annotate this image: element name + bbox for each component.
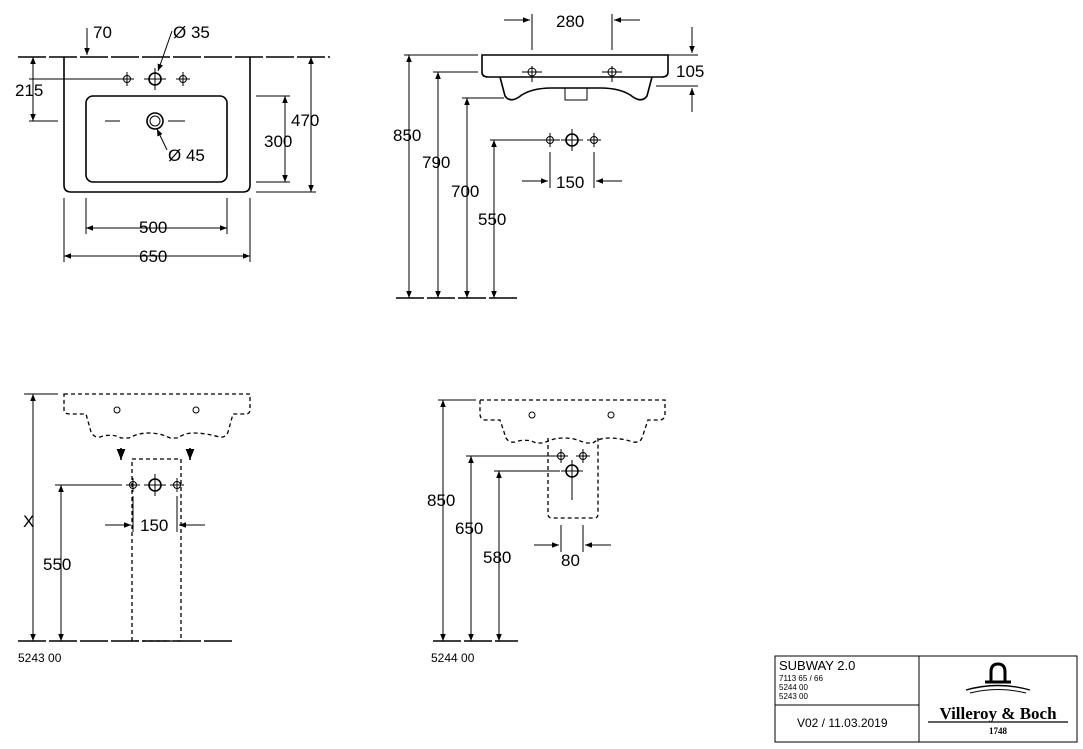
waste-connection: [560, 128, 584, 152]
water-connection-left: [542, 132, 558, 148]
brand-year: 1748: [989, 726, 1008, 736]
semi-pedestal-view: 850 650 580 80 5244 00: [427, 399, 666, 665]
drain-inner: [149, 115, 161, 127]
dim-drain: Ø 45: [168, 146, 205, 165]
dim-tap-depth: 215: [15, 81, 43, 100]
dim-790: 790: [422, 153, 450, 172]
front-view: 280 105 850 790 700 550 150: [393, 12, 704, 299]
dim-650: 650: [455, 519, 483, 538]
dim-150: 150: [140, 516, 168, 535]
basin-outline: [63, 57, 251, 193]
dim-overall-depth: 470: [291, 111, 319, 130]
dim-850: 850: [393, 126, 421, 145]
dim-550: 550: [43, 555, 71, 574]
basin-front-body: [499, 76, 653, 101]
semi-pedestal-dashed: [547, 438, 599, 519]
water-connection-right: [575, 448, 591, 464]
basin-front-rim: [481, 54, 669, 78]
title-block: SUBWAY 2.0 7113 65 / 66 5244 00 5243 00 …: [774, 655, 1078, 743]
water-connection-left: [553, 448, 569, 464]
product-code-1: 7113 65 / 66: [779, 674, 823, 683]
basin-bowl: [85, 95, 228, 183]
dim-bowl-width: 500: [139, 218, 167, 237]
dim-tap-hole: Ø 35: [173, 23, 210, 42]
version-date: V02 / 11.03.2019: [797, 716, 888, 730]
tap-hole-left: [119, 71, 135, 87]
dim-x: X: [23, 512, 34, 531]
dim-tap-spacing: 280: [556, 12, 584, 31]
dim-700: 700: [451, 182, 479, 201]
dim-150: 150: [556, 173, 584, 192]
tap-hole-right: [175, 71, 191, 87]
water-connection-right: [169, 477, 185, 493]
dim-bowl-depth: 300: [264, 132, 292, 151]
water-connection-left: [125, 477, 141, 493]
waste-connection: [560, 459, 584, 483]
dim-rim-height: 105: [676, 62, 704, 81]
dim-overall-width: 650: [139, 247, 167, 266]
dim-550: 550: [478, 210, 506, 229]
basin-outline-dashed: [479, 399, 666, 444]
tap-hole-center: [143, 67, 167, 91]
brand-name: Villeroy & Boch: [939, 704, 1057, 723]
basin-overflow: [564, 88, 588, 101]
top-view: 70 Ø 35 215 Ø 45 300 470 500 650: [15, 23, 330, 266]
article-number: 5243 00: [18, 651, 62, 665]
product-code-2: 5244 00: [779, 683, 808, 692]
product-code-3: 5243 00: [779, 692, 808, 701]
waste-connection: [143, 473, 167, 497]
water-connection-right: [586, 132, 602, 148]
dim-tap-offset: 70: [93, 23, 112, 42]
dim-580: 580: [483, 548, 511, 567]
basin-outline-dashed: [63, 393, 251, 439]
product-name: SUBWAY 2.0: [779, 658, 855, 673]
dim-850: 850: [427, 491, 455, 510]
drain-outer: [146, 112, 164, 130]
pedestal-view: 150 X 550 5243 00: [18, 393, 251, 665]
dim-80: 80: [561, 551, 580, 570]
article-number: 5244 00: [431, 651, 475, 665]
brand-logo-icon: [965, 662, 1031, 694]
